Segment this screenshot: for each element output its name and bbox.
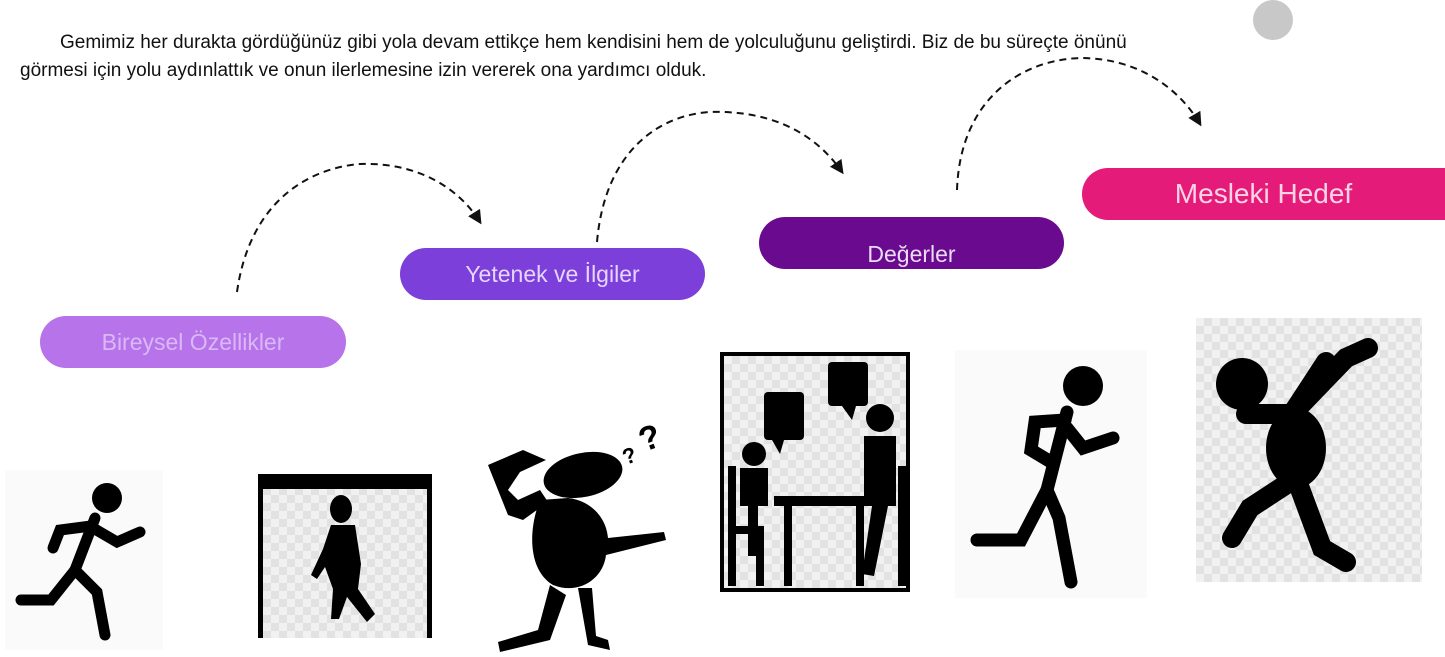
confused-figure-question-icon: ? ? (478, 417, 696, 652)
arrow-1 (236, 162, 482, 293)
step-individual-traits: Bireysel Özellikler (40, 316, 346, 368)
step-values: Değerler (759, 217, 1064, 269)
intro-paragraph: Gemimiz her durakta gördüğünüz gibi yola… (20, 32, 1127, 81)
svg-text:?: ? (619, 442, 640, 470)
walking-figure-in-frame-icon (258, 474, 432, 638)
step-label: Değerler (867, 240, 956, 267)
step-label: Yetenek ve İlgiler (465, 260, 640, 287)
running-stick-figure-icon (5, 470, 163, 650)
arrow-3 (956, 56, 1202, 191)
step-label: Bireysel Özellikler (101, 328, 285, 355)
step-career-goal: Mesleki Hedef (1082, 168, 1445, 220)
running-stick-figure-icon (955, 350, 1147, 598)
step-skills-interests: Yetenek ve İlgiler (400, 248, 705, 300)
step-label: Mesleki Hedef (1174, 178, 1353, 209)
svg-text:?: ? (634, 420, 667, 460)
decorative-circle (1253, 0, 1293, 40)
meeting-at-table-icon (720, 352, 910, 592)
jumping-joy-figure-icon (1196, 318, 1422, 582)
